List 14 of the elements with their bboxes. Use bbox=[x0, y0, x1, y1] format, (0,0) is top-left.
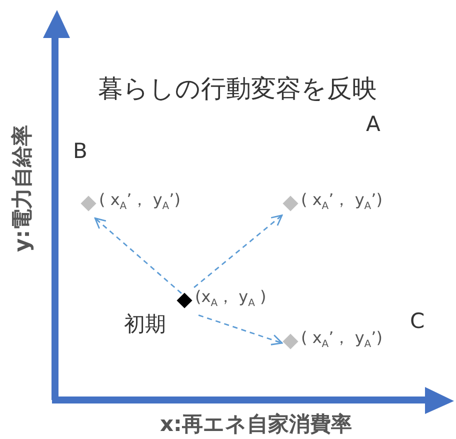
region-label: C bbox=[410, 309, 425, 333]
coordinate-label: ( x$_{A}$’， y$_{A}$’) bbox=[301, 327, 382, 352]
dashed-arrow bbox=[94, 218, 182, 294]
point-label: 初期 bbox=[124, 312, 166, 336]
axis-label: x:再エネ自家消費率 bbox=[160, 411, 352, 438]
point-label: B bbox=[73, 139, 88, 163]
dashed-arrow bbox=[198, 314, 283, 346]
axis-label: y:電力自給率 bbox=[9, 124, 35, 252]
dashed-arrow bbox=[194, 214, 283, 288]
coordinate-label: ( x$_{A}$’， y$_{A}$’) bbox=[301, 189, 382, 214]
coordinate-label: ( x$_{A}$’， y$_{A}$’) bbox=[99, 189, 180, 214]
coordinate-label: (x$_{A}$， y$_{A}$ ) bbox=[195, 286, 266, 312]
region-label: A bbox=[366, 112, 380, 136]
chart-title: 暮らしの行動変容を反映 bbox=[98, 73, 377, 105]
